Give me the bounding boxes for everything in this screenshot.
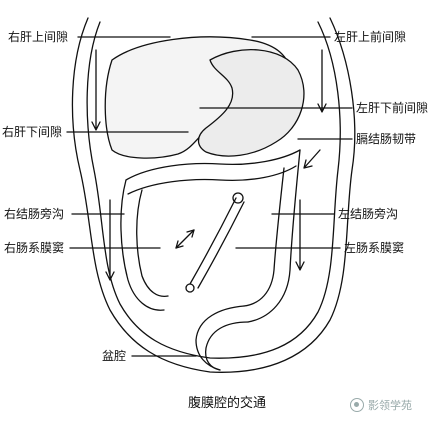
rectum	[204, 321, 249, 371]
label-left-anterior-subhepatic: 左肝下前间隙	[356, 101, 429, 115]
descending-colon	[247, 149, 301, 323]
label-right-mesenteric-sinus: 右肠系膜窦	[4, 241, 65, 255]
ascending-colon	[120, 179, 165, 311]
label-right-paracolic-gutter: 右结肠旁沟	[4, 207, 65, 221]
label-pelvic-cavity: 盆腔	[102, 349, 127, 363]
label-right-suprahepatic: 右肝上间隙	[8, 30, 69, 44]
watermark-text: 影领学苑	[368, 399, 412, 412]
label-right-subhepatic: 右肝下间隙	[2, 125, 63, 139]
right-flow-arrow	[91, 49, 101, 131]
body-wall-outer	[71, 17, 356, 373]
label-left-paracolic-gutter: 左结肠旁沟	[338, 207, 399, 221]
peritoneal-lining	[86, 21, 341, 359]
transverse-colon	[125, 149, 301, 181]
diagram-title: 腹膜腔的交通	[188, 396, 267, 411]
label-left-anterior-suprahepatic: 左肝上前间隙	[334, 30, 407, 44]
mesentery-root	[189, 197, 237, 285]
label-left-mesenteric-sinus: 左肠系膜窦	[344, 241, 405, 255]
left-flow-arrow	[317, 49, 327, 113]
watermark-logo-icon	[350, 398, 364, 412]
sinus-arrow	[175, 229, 195, 249]
stomach	[197, 49, 305, 157]
label-phrenicocolic-ligament: 膈结肠韧带	[356, 132, 417, 146]
watermark: 影领学苑	[350, 397, 412, 413]
